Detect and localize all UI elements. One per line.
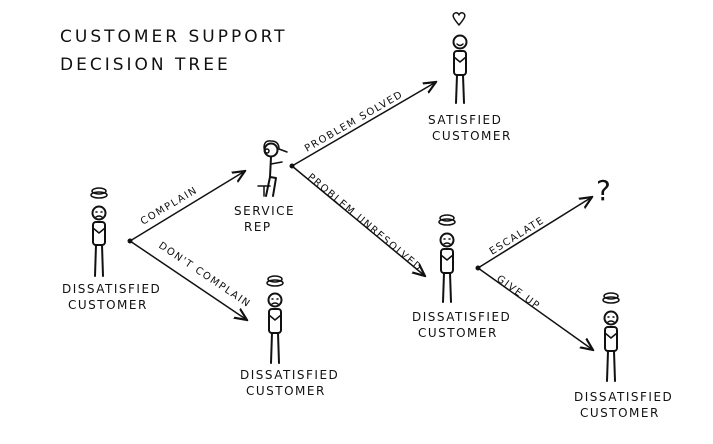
- edge-label-give-up: GIVE UP: [494, 274, 542, 313]
- no-complain-customer-figure: DISSATISFIED CUSTOMER: [240, 275, 339, 398]
- service-rep-figure: SERVICE REP: [234, 140, 295, 234]
- stick-figure-icon: [257, 140, 288, 197]
- frustration-scribble-icon: [602, 292, 620, 304]
- edge-problem-unresolved: PROBLEM UNRESOLVED: [291, 165, 425, 276]
- stick-figure-icon: [439, 232, 455, 303]
- edge-label-problem-unresolved: PROBLEM UNRESOLVED: [305, 172, 424, 274]
- heart-icon: [452, 12, 466, 26]
- edge-dont-complain: DON'T COMPLAIN: [129, 240, 253, 320]
- stick-figure-icon: [603, 310, 619, 382]
- edge-label-dont-complain: DON'T COMPLAIN: [156, 240, 252, 310]
- edge-complain: COMPLAIN: [127, 171, 246, 244]
- stick-figure-icon: [267, 292, 283, 364]
- edge-escalate: ESCALATE: [475, 197, 593, 271]
- edge-label-escalate: ESCALATE: [488, 215, 547, 258]
- question-mark-icon: ?: [596, 174, 611, 207]
- gave-up-customer-figure: DISSATISFIED CUSTOMER: [574, 292, 673, 420]
- frustration-scribble-icon: [438, 214, 456, 226]
- unresolved-customer-label-1: DISSATISFIED: [412, 310, 511, 324]
- stick-figure-icon: [91, 205, 107, 277]
- no-complain-customer-label-2: CUSTOMER: [246, 384, 326, 398]
- no-complain-customer-label-1: DISSATISFIED: [240, 368, 339, 382]
- edge-problem-solved: PROBLEM SOLVED: [289, 82, 437, 169]
- start-customer-figure: DISSATISFIED CUSTOMER: [62, 187, 161, 312]
- gave-up-customer-label-2: CUSTOMER: [580, 406, 660, 420]
- satisfied-customer-label-2: CUSTOMER: [432, 129, 512, 143]
- frustration-scribble-icon: [90, 187, 108, 199]
- satisfied-customer-figure: SATISFIED CUSTOMER: [428, 12, 512, 143]
- service-rep-label-1: SERVICE: [234, 204, 295, 218]
- edge-label-complain: COMPLAIN: [139, 185, 200, 228]
- stick-figure-icon: [452, 34, 468, 104]
- edge-label-problem-solved: PROBLEM SOLVED: [303, 89, 405, 155]
- service-rep-label-2: REP: [244, 220, 272, 234]
- unresolved-customer-figure: DISSATISFIED CUSTOMER: [412, 214, 511, 340]
- gave-up-customer-label-1: DISSATISFIED: [574, 390, 673, 404]
- title-line-2: DECISION TREE: [60, 55, 231, 75]
- start-customer-label-1: DISSATISFIED: [62, 282, 161, 296]
- unresolved-customer-label-2: CUSTOMER: [418, 326, 498, 340]
- satisfied-customer-label-1: SATISFIED: [428, 113, 502, 127]
- title-line-1: CUSTOMER SUPPORT: [60, 27, 288, 47]
- frustration-scribble-icon: [266, 275, 284, 287]
- start-customer-label-2: CUSTOMER: [68, 298, 148, 312]
